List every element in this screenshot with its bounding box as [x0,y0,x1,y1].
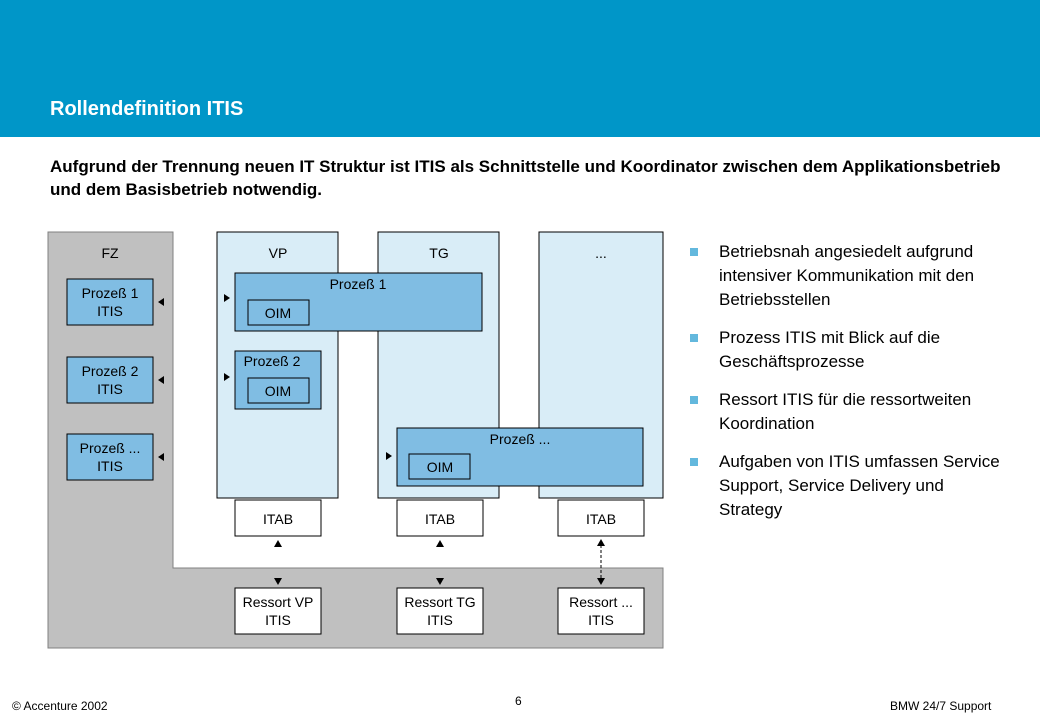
footer-copyright: © Accenture 2002 [12,699,108,713]
column-label-tg: TG [429,245,448,261]
oim-box-1 [247,299,310,326]
oim-box-3-label: OIM [427,459,453,475]
itab-box-vp: ITAB [234,499,322,537]
process-box-2-label: Prozeß 2 [244,353,301,369]
fz-process-box-1-line1: Prozeß 1 [82,285,139,301]
oim-box-2-label: OIM [265,383,291,399]
bullet-list: Betriebsnah angesiedelt aufgrund intensi… [690,240,1000,536]
arrowhead-p2 [224,373,230,381]
bullet-text: Ressort ITIS für die ressortweiten Koord… [719,390,972,433]
oim-box-1-label: OIM [265,305,291,321]
fz-process-box-2: Prozeß 2 ITIS [66,356,154,404]
ressort-box-vp-line1: Ressort VP [243,594,314,610]
process-box-3: Prozeß ... OIM [396,427,644,487]
arrowhead-ressort-tg [436,578,444,585]
process-box-1-label: Prozeß 1 [330,276,387,292]
itab-box-dots-label: ITAB [586,511,616,527]
arrowhead-p1 [224,294,230,302]
bullet-item: Ressort ITIS für die ressortweiten Koord… [690,388,1000,436]
itab-box-tg-label: ITAB [425,511,455,527]
bullet-item: Betriebsnah angesiedelt aufgrund intensi… [690,240,1000,312]
bullet-square-icon [690,396,698,404]
arrowhead-itab-vp [274,540,282,547]
arrowhead-dashed-up [597,539,605,546]
fz-process-box-3-line2: ITIS [97,458,123,474]
bullet-square-icon [690,458,698,466]
process-box-1: Prozeß 1 OIM [234,272,483,332]
ressort-box-vp: Ressort VP ITIS [234,587,322,635]
fz-process-box-1-line2: ITIS [97,303,123,319]
fz-process-box-1: Prozeß 1 ITIS [66,278,154,326]
ressort-box-dots-line2: ITIS [588,612,614,628]
oim-box-3 [408,453,471,480]
ressort-box-tg-line2: ITIS [427,612,453,628]
fz-process-box-2-line2: ITIS [97,381,123,397]
footer-client: BMW 24/7 Support [890,699,992,713]
header-bar [0,0,1040,137]
bullet-item: Prozess ITIS mit Blick auf die Geschäfts… [690,326,1000,374]
page-number: 6 [515,694,522,708]
arrowhead-fz-1 [158,298,164,306]
bullet-text: Prozess ITIS mit Blick auf die Geschäfts… [719,328,941,371]
fz-process-box-3: Prozeß ... ITIS [66,433,154,481]
process-box-3-label: Prozeß ... [490,431,551,447]
arrowhead-itab-tg [436,540,444,547]
column-label-fz: FZ [101,245,119,261]
bullet-text: Betriebsnah angesiedelt aufgrund intensi… [719,242,975,309]
arrowhead-fz-3 [158,453,164,461]
arrowhead-p3 [386,452,392,460]
arrowhead-ressort-vp [274,578,282,585]
itab-box-vp-label: ITAB [263,511,293,527]
ressort-box-dots-line1: Ressort ... [569,594,633,610]
bullet-item: Aufgaben von ITIS umfassen Service Suppo… [690,450,1000,522]
ressort-box-tg-line1: Ressort TG [404,594,475,610]
fz-process-box-3-line1: Prozeß ... [80,440,141,456]
fz-process-box-2-line1: Prozeß 2 [82,363,139,379]
itab-box-dots: ITAB [557,499,645,537]
page-title: Rollendefinition ITIS [50,98,244,120]
ressort-box-vp-line2: ITIS [265,612,291,628]
bullet-square-icon [690,248,698,256]
bullet-text: Aufgaben von ITIS umfassen Service Suppo… [719,452,1000,519]
itab-box-tg: ITAB [396,499,484,537]
arrowhead-fz-2 [158,376,164,384]
ressort-box-tg: Ressort TG ITIS [396,587,484,635]
bullet-square-icon [690,334,698,342]
page-subtitle: Aufgrund der Trennung neuen IT Struktur … [50,157,1001,199]
column-label-dots: ... [595,245,607,261]
ressort-box-dots: Ressort ... ITIS [557,587,645,635]
arrowhead-dashed-down [597,578,605,585]
oim-box-2 [247,377,310,404]
column-label-vp: VP [269,245,288,261]
process-box-2: Prozeß 2 OIM [234,350,322,410]
